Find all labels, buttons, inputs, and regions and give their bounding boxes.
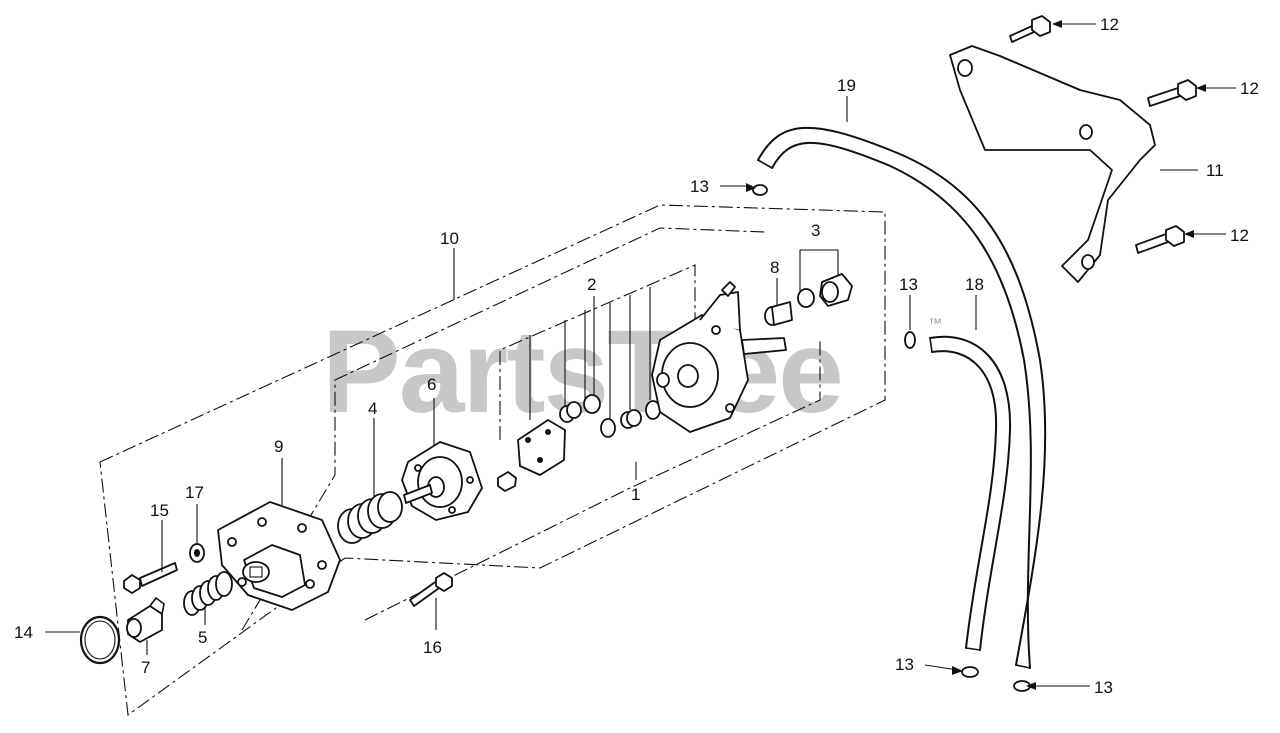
valve-plate: [497, 419, 566, 492]
part-19-hose: [757, 126, 1047, 669]
label-12c: 12: [1230, 226, 1249, 245]
pump-body: [651, 281, 787, 433]
label-12a: 12: [1100, 15, 1119, 34]
label-17: 17: [185, 483, 204, 502]
part-13-clips: [752, 184, 1031, 692]
part-14-o-ring: [79, 615, 121, 665]
label-1: 1: [631, 485, 640, 504]
part-8-fitting: [764, 301, 793, 326]
label-13c: 13: [895, 655, 914, 674]
part-3-cap: [797, 273, 853, 308]
label-2: 2: [587, 275, 596, 294]
label-8: 8: [770, 258, 779, 277]
label-18: 18: [965, 275, 984, 294]
label-4: 4: [368, 399, 377, 418]
label-13d: 13: [1094, 678, 1113, 697]
part-17-washer: [189, 543, 205, 563]
watermark-text: PartsTree: [322, 306, 842, 438]
part-9-pump-cover: [217, 501, 341, 611]
label-3: 3: [811, 221, 820, 240]
label-13a: 13: [690, 177, 709, 196]
part-4-spring: [337, 491, 403, 544]
part-15-bolt: [123, 562, 178, 594]
label-19: 19: [837, 76, 856, 95]
part-5-spring: [183, 571, 233, 616]
part-6-diaphragm: [401, 441, 483, 521]
part-16-bolt: [409, 572, 453, 607]
assembly-outline-10: [99, 204, 886, 716]
label-15: 15: [150, 501, 169, 520]
label-14: 14: [14, 623, 33, 642]
label-9: 9: [274, 437, 283, 456]
assembly-outline-1: [364, 264, 821, 621]
callout-labels: 1 2 3 4 5 6 7 8 9 10 11 12 12 12 13 13 1…: [14, 15, 1259, 697]
part-12-bolts: [1009, 15, 1197, 254]
watermark: PartsTree ™: [322, 306, 942, 438]
watermark-trademark: ™: [928, 315, 942, 331]
label-6: 6: [427, 375, 436, 394]
label-5: 5: [198, 628, 207, 647]
part-7-fitting: [126, 597, 165, 643]
part-11-bracket: [949, 45, 1156, 283]
label-10: 10: [440, 229, 459, 248]
label-11: 11: [1206, 161, 1224, 180]
label-12b: 12: [1240, 79, 1259, 98]
leader-lines: [45, 20, 1236, 690]
label-7: 7: [141, 658, 150, 677]
label-16: 16: [423, 638, 442, 657]
label-13b: 13: [899, 275, 918, 294]
part-18-hose: [929, 335, 1012, 651]
